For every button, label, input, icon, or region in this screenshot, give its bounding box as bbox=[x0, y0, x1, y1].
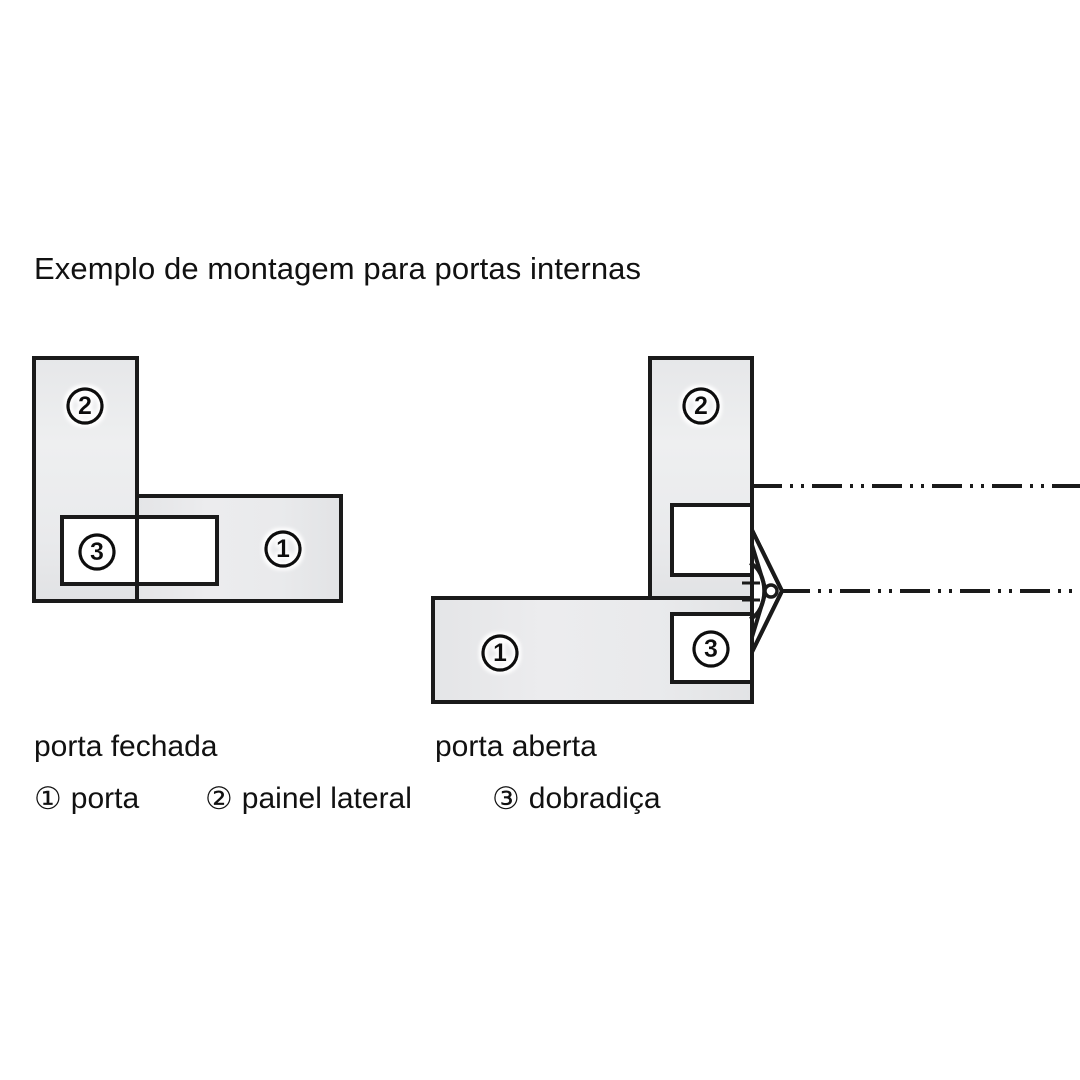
svg-text:3: 3 bbox=[90, 538, 104, 566]
hinge-pivot-point bbox=[763, 583, 779, 599]
closed-hinge-3 bbox=[60, 515, 219, 586]
legend-label-painel-lateral: painel lateral bbox=[241, 782, 412, 815]
legend-item-porta: ① porta bbox=[34, 780, 139, 818]
svg-text:2: 2 bbox=[78, 392, 92, 420]
callout-1-closed: 1 bbox=[264, 530, 302, 568]
svg-text:3: 3 bbox=[704, 635, 718, 663]
circled-three-icon: ③ bbox=[492, 781, 520, 816]
caption-porta-fechada: porta fechada bbox=[34, 730, 218, 763]
svg-text:2: 2 bbox=[694, 392, 708, 420]
circled-two-icon: ② bbox=[205, 781, 233, 816]
callout-3-closed: 3 bbox=[78, 533, 116, 571]
legend-label-porta: porta bbox=[70, 782, 140, 815]
legend-item-painel-lateral: ② painel lateral bbox=[205, 780, 412, 818]
callout-3-open: 3 bbox=[692, 630, 730, 668]
svg-text:1: 1 bbox=[276, 535, 290, 563]
caption-row: porta fechada porta aberta bbox=[0, 728, 1080, 768]
callout-2-open: 2 bbox=[682, 387, 720, 425]
open-door-assembly: 2 1 3 bbox=[431, 356, 1080, 704]
callout-1-open: 1 bbox=[481, 634, 519, 672]
open-panel-recess bbox=[670, 503, 754, 577]
caption-porta-aberta: porta aberta bbox=[435, 730, 597, 763]
page-title: Exemplo de montagem para portas internas bbox=[34, 251, 642, 286]
closed-door-assembly: 2 1 3 bbox=[32, 356, 343, 603]
circled-one-icon: ① bbox=[34, 781, 62, 816]
svg-text:1: 1 bbox=[493, 639, 507, 667]
legend-label-dobradica: dobradiça bbox=[528, 782, 661, 815]
callout-2-closed: 2 bbox=[66, 387, 104, 425]
legend-item-dobradica: ③ dobradiça bbox=[492, 780, 661, 818]
legend-row: ① porta ② painel lateral ③ dobradiça bbox=[0, 780, 1080, 822]
